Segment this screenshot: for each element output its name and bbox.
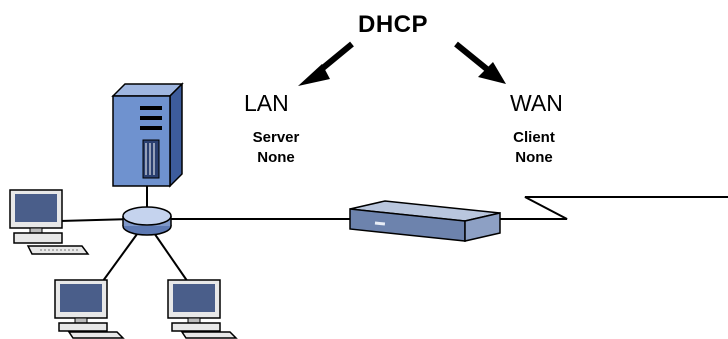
arrow-to-wan-head bbox=[478, 62, 506, 84]
server-tower-icon bbox=[111, 82, 184, 188]
lan-status: None bbox=[257, 149, 295, 166]
arrow-to-lan-head bbox=[298, 64, 330, 86]
router-device-icon bbox=[349, 200, 501, 242]
network-cables bbox=[59, 175, 728, 286]
wan-label: WAN bbox=[510, 90, 563, 116]
cable-hub-to-bottom-right-computer bbox=[151, 229, 191, 286]
desktop-computer-icon bbox=[9, 189, 90, 255]
network-hub-icon bbox=[122, 206, 172, 236]
wan-role: Client bbox=[513, 129, 555, 146]
wan-link-line bbox=[495, 196, 728, 220]
lan-label: LAN bbox=[244, 90, 289, 116]
cable-hub-to-bottom-left-computer bbox=[99, 229, 141, 286]
dhcp-arrows bbox=[298, 41, 506, 86]
arrow-to-wan bbox=[454, 41, 490, 73]
desktop-computer-icon bbox=[167, 279, 238, 339]
desktop-computer-icon bbox=[54, 279, 125, 339]
lan-role: Server bbox=[252, 129, 300, 146]
wan-status: None bbox=[515, 149, 553, 166]
dhcp-label: DHCP bbox=[358, 11, 429, 38]
